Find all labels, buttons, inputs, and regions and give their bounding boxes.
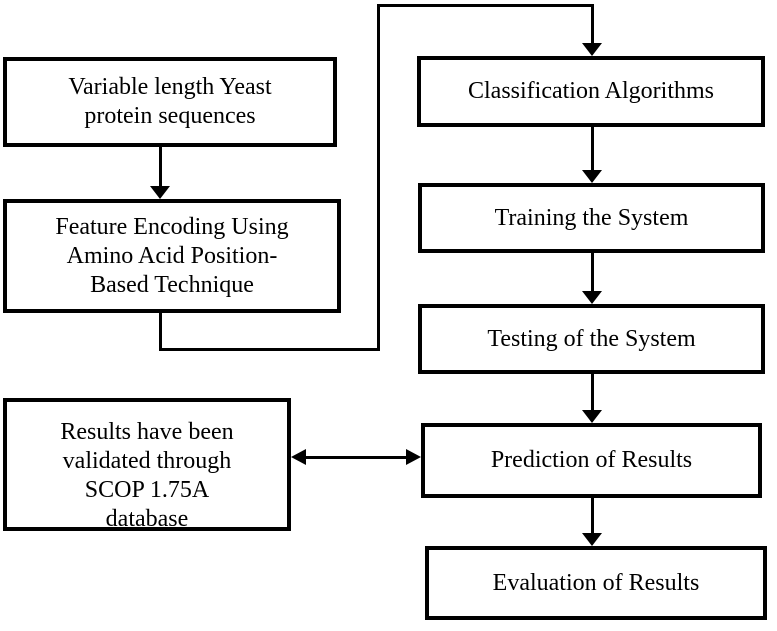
arrowhead-left-icon — [291, 449, 306, 465]
connector-top-horizontal — [377, 4, 594, 7]
connector-feature-vertical-up — [377, 4, 380, 351]
arrowhead-right-icon — [406, 449, 421, 465]
arrowhead-down-icon — [582, 533, 602, 546]
node-classification-algorithms: Classification Algorithms — [417, 56, 765, 127]
arrowhead-down-icon — [582, 170, 602, 183]
connector-testing-to-prediction — [591, 372, 594, 412]
node-feature-encoding: Feature Encoding Using Amino Acid Positi… — [3, 199, 341, 313]
node-training-system: Training the System — [418, 183, 765, 253]
connector-feature-drop — [159, 311, 162, 351]
node-results-validated-scop: Results have been validated through SCOP… — [3, 398, 291, 531]
node-evaluation-results: Evaluation of Results — [425, 546, 767, 620]
connector-prediction-to-evaluation — [591, 496, 594, 535]
connector-variable-to-feature — [159, 146, 162, 190]
connector-training-to-testing — [591, 251, 594, 293]
arrowhead-down-icon — [582, 43, 602, 56]
connector-classification-to-training — [591, 126, 594, 172]
node-prediction-results: Prediction of Results — [421, 423, 762, 498]
connector-feature-horizontal — [159, 348, 380, 351]
connector-results-to-prediction — [304, 456, 407, 459]
connector-classification-drop — [591, 4, 594, 46]
node-variable-length-yeast: Variable length Yeast protein sequences — [3, 57, 337, 147]
arrowhead-down-icon — [582, 291, 602, 304]
arrowhead-down-icon — [150, 186, 170, 199]
arrowhead-down-icon — [582, 410, 602, 423]
node-testing-system: Testing of the System — [418, 304, 765, 374]
